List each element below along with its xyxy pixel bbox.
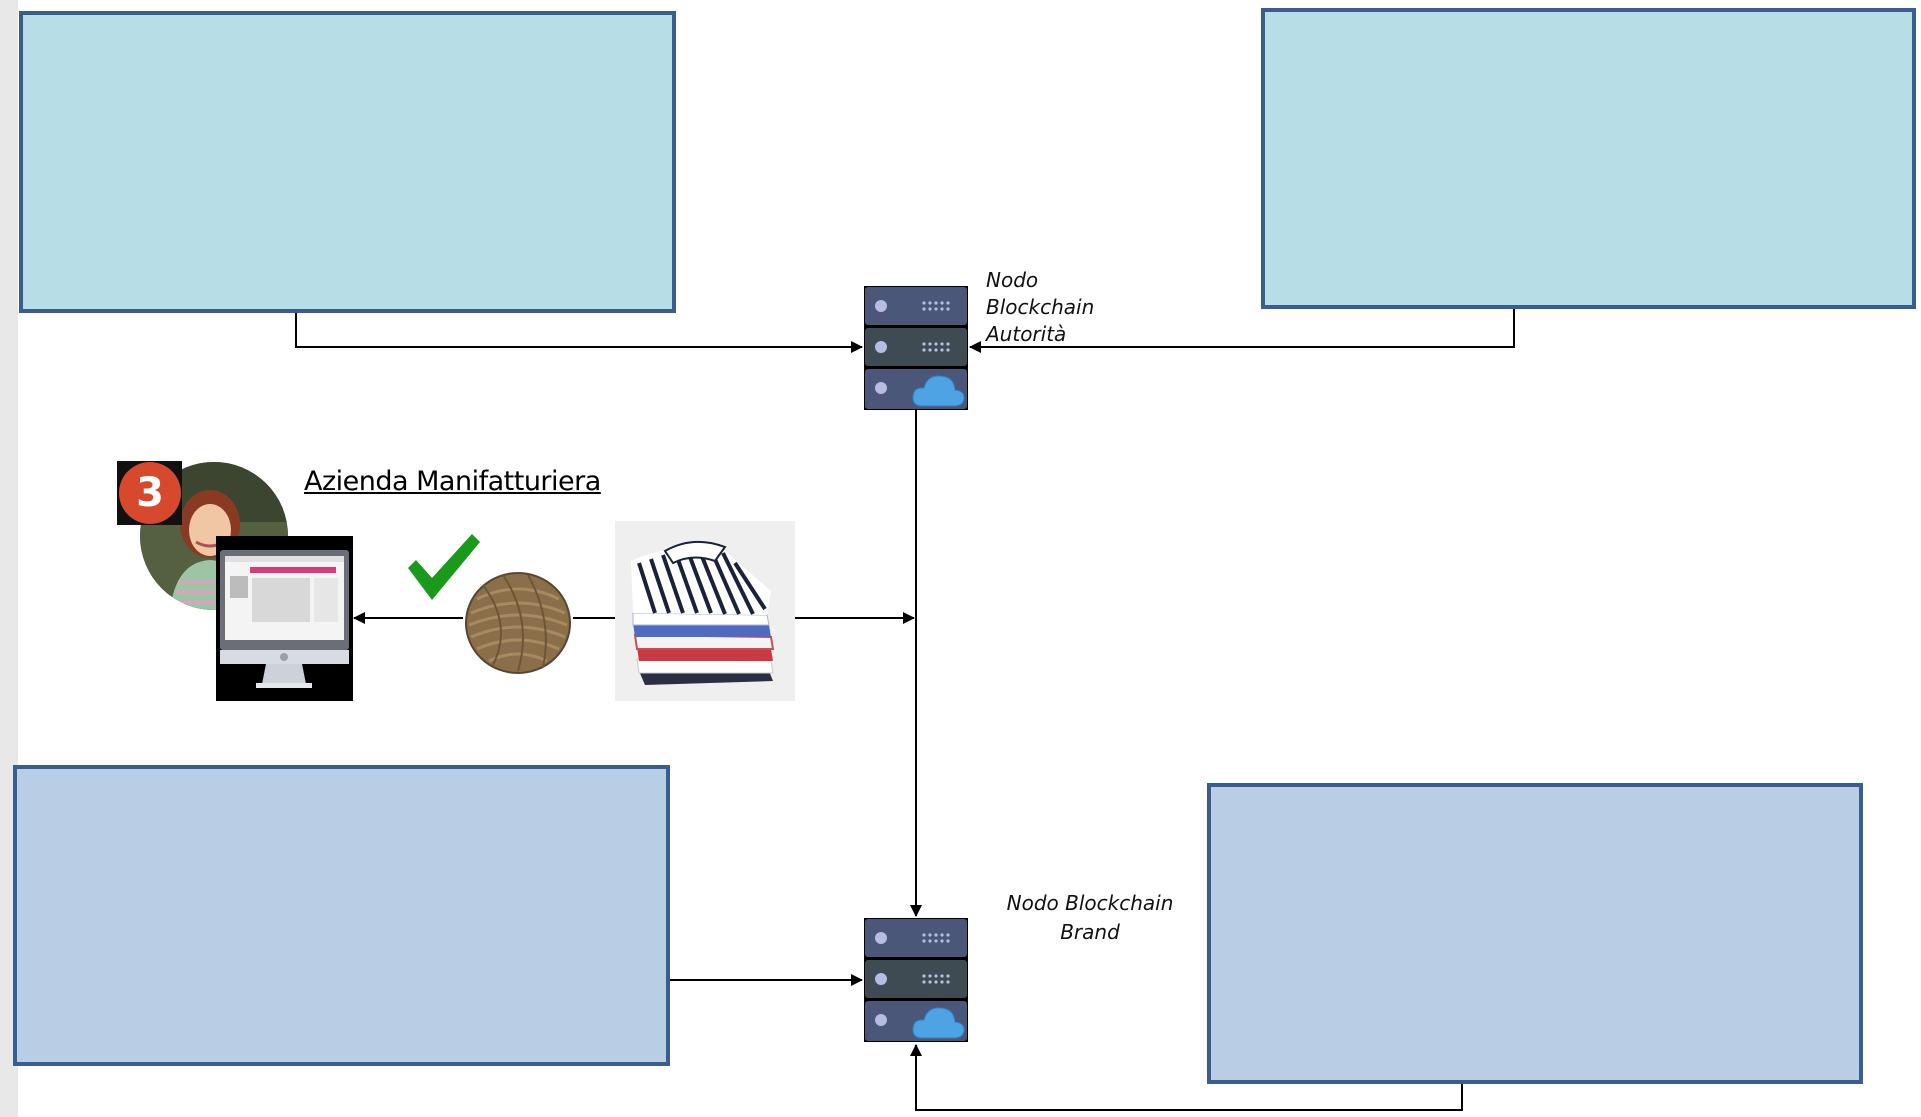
bottom-left-box [13, 765, 670, 1066]
cloud-icon [912, 1007, 965, 1039]
authority-server-icon [864, 286, 968, 410]
checkmark-icon [408, 534, 480, 600]
brand-server-icon [864, 918, 968, 1042]
arrow-topright-to-authority [969, 309, 1515, 353]
authority-node-label: Nodo Blockchain Autorità [986, 268, 1095, 346]
bottom-right-box [1207, 783, 1863, 1084]
top-left-box [19, 11, 676, 313]
desktop-monitor-icon [216, 536, 353, 701]
brand-node-label: Nodo Blockchain Brand [1006, 891, 1174, 944]
arrow-bottomright-to-brand [910, 1044, 1463, 1111]
twine-ball-image [465, 572, 571, 674]
top-right-box [1261, 8, 1916, 309]
cloud-icon [912, 375, 965, 407]
arrow-topleft-to-authority [295, 313, 863, 353]
company-label: Azienda Manifatturiera [304, 466, 601, 497]
shirt-stack-image [615, 521, 795, 701]
step-number-badge: 3 [119, 462, 181, 524]
